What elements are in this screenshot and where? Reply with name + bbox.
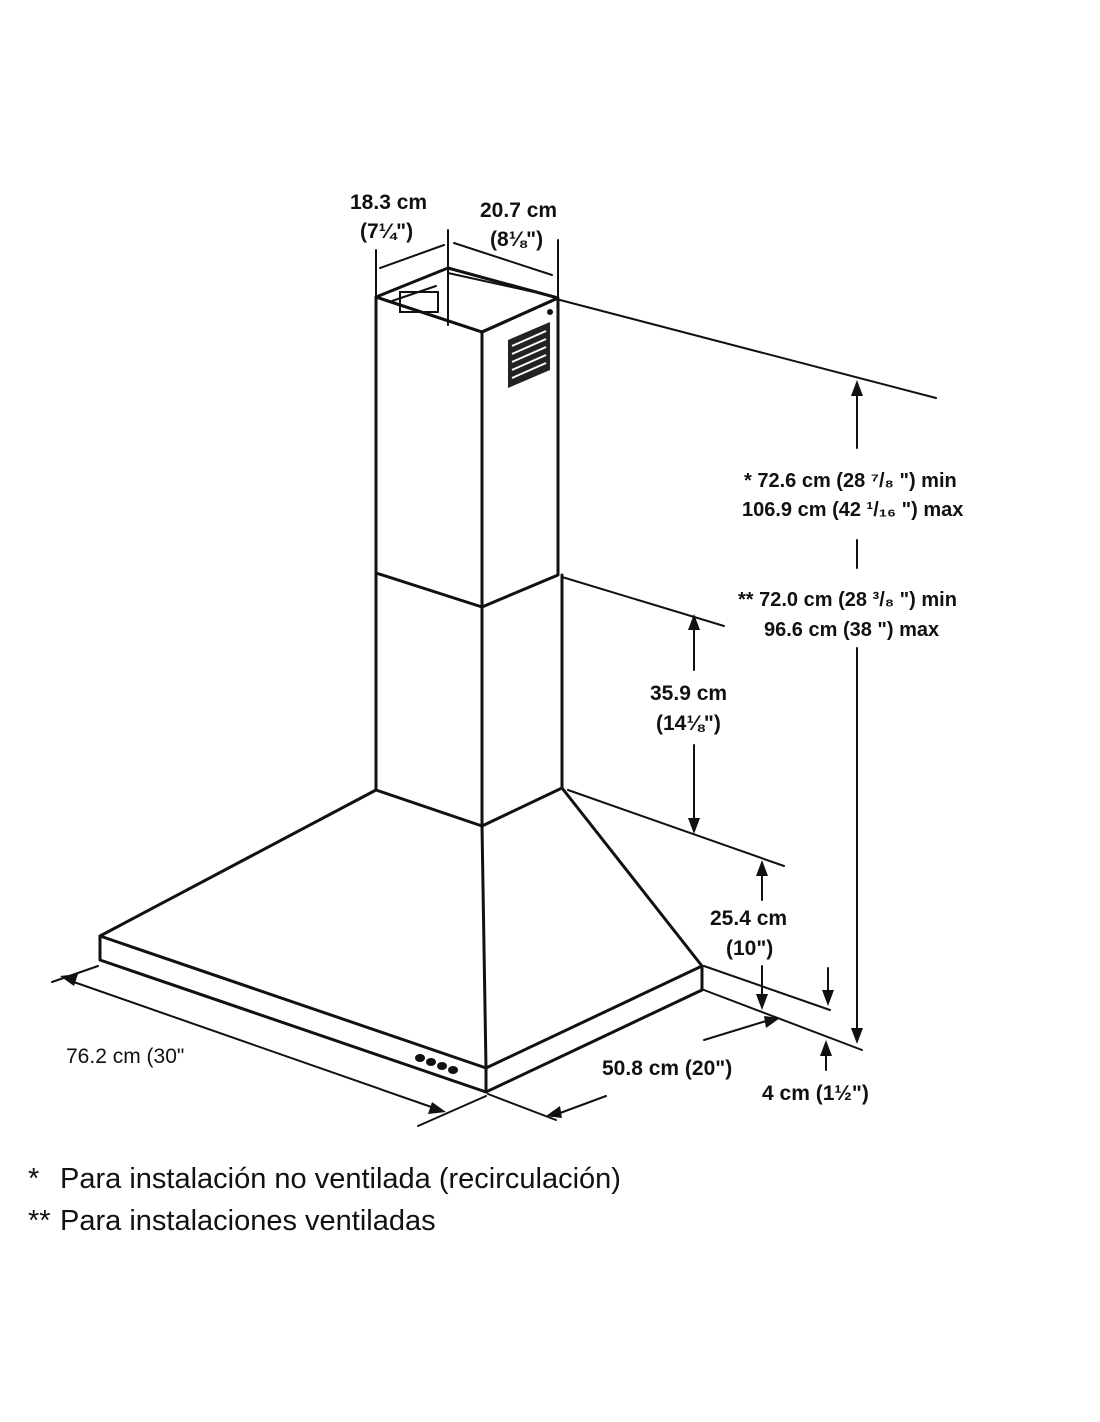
note-text: Para instalación no ventilada (recircula… <box>60 1163 621 1195</box>
vent-grille-icon <box>508 322 550 388</box>
chimney-width-cm-label: 18.3 cm <box>350 191 427 214</box>
vented-height-min-label: ** 72.0 cm (28 ³/₈ ") min <box>738 589 957 611</box>
chimney-width-in-label: (7¼") <box>360 220 413 243</box>
edge-height-label: 4 cm (1½") <box>762 1082 869 1105</box>
hood-depth-label: 50.8 cm (20") <box>602 1057 732 1080</box>
canopy <box>98 786 704 1094</box>
hood-width-label: 76.2 cm (30" <box>66 1045 184 1068</box>
note-vented: ** Para instalaciones ventiladas <box>28 1205 436 1238</box>
lower-chimney-cm-label: 35.9 cm <box>650 682 727 705</box>
control-buttons-icon <box>415 1054 458 1074</box>
canopy-height-in-label: (10") <box>726 937 773 960</box>
note-mark: * <box>28 1163 40 1195</box>
recirculation-height-min-label: * 72.6 cm (28 ⁷/₈ ") min <box>744 470 957 492</box>
dimension-lines <box>51 229 937 1127</box>
lower-chimney-in-label: (14⅛") <box>656 712 721 735</box>
canopy-height-cm-label: 25.4 cm <box>710 907 787 930</box>
note-mark: ** <box>28 1205 51 1237</box>
chimney-depth-in-label: (8⅛") <box>490 228 543 251</box>
recirculation-height-max-label: 106.9 cm (42 ¹/₁₆ ") max <box>742 499 963 521</box>
note-recirculation: * Para instalación no ventilada (recircul… <box>28 1163 621 1196</box>
lower-chimney <box>374 571 564 828</box>
vented-height-max-label: 96.6 cm (38 ") max <box>764 619 939 641</box>
upper-chimney <box>374 266 560 609</box>
chimney-depth-cm-label: 20.7 cm <box>480 199 557 222</box>
note-text: Para instalaciones ventiladas <box>60 1205 436 1237</box>
